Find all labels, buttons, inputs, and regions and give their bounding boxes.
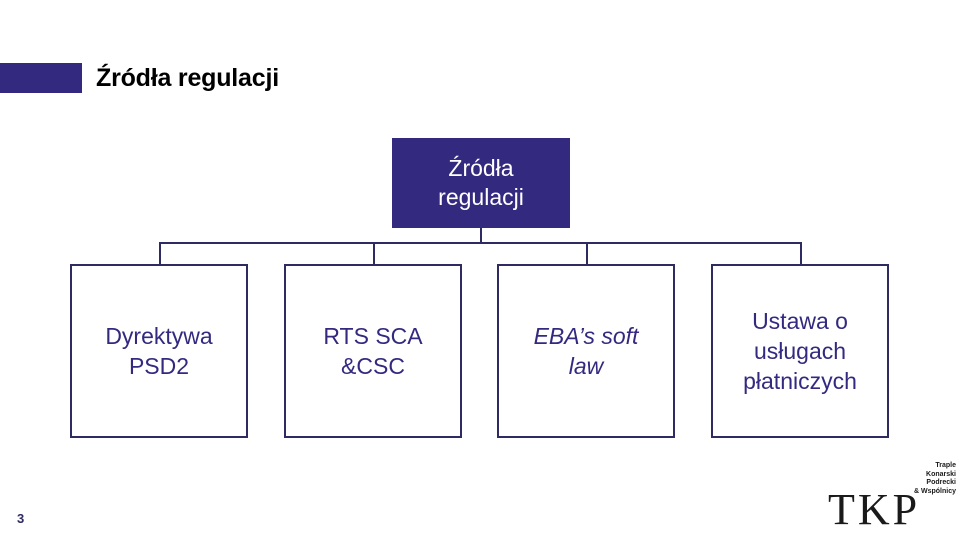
diagram-node-rts-sca-csc: RTS SCA &CSC <box>284 264 462 438</box>
diagram-node-label: Dyrektywa PSD2 <box>105 321 212 381</box>
diagram-node-label: Ustawa o usługach płatniczych <box>743 306 857 396</box>
node-2-line-2: &CSC <box>341 353 405 379</box>
logo-line-4: & Wspólnicy <box>913 487 956 495</box>
node-1-line-2: PSD2 <box>128 353 190 379</box>
root-line-1: Źródła <box>448 155 514 181</box>
diagram-node-eba-soft-law: EBA’s soft law <box>497 264 675 438</box>
connector-drop-2 <box>373 242 375 264</box>
connector-horizontal-bar <box>159 242 802 244</box>
node-4-line-3: płatniczych <box>743 368 857 394</box>
diagram-root-node-label: Źródła regulacji <box>438 154 524 212</box>
node-4-line-2: usługach <box>753 338 847 364</box>
node-3-line-2: law <box>568 353 604 379</box>
diagram-node-label: RTS SCA &CSC <box>323 321 422 381</box>
node-4-line-1: Ustawa o <box>752 308 848 334</box>
connector-drop-1 <box>159 242 161 264</box>
connector-drop-4 <box>800 242 802 264</box>
connector-drop-3 <box>586 242 588 264</box>
connector-root-stem <box>480 228 482 244</box>
diagram-node-label: EBA’s soft law <box>534 321 639 381</box>
page-number: 3 <box>17 511 25 526</box>
node-3-line-1: EBA’s soft <box>533 323 639 349</box>
logo-line-1: Traple <box>935 462 956 469</box>
logo-line-3: Podrecki <box>926 479 956 486</box>
diagram-node-dyrektywa-psd2: Dyrektywa PSD2 <box>70 264 248 438</box>
title-accent-bar <box>0 63 82 93</box>
firm-logo: TKP Traple Konarski Podrecki & Wspólnicy <box>820 462 956 534</box>
diagram-node-ustawa-o-uslugach-platniczych: Ustawa o usługach płatniczych <box>711 264 889 438</box>
page-title: Źródła regulacji <box>96 64 279 92</box>
logo-wordmark: TKP <box>828 485 921 534</box>
diagram-root-node: Źródła regulacji <box>392 138 570 228</box>
logo-line-2: Konarski <box>926 470 956 478</box>
logo-firm-name: Traple Konarski Podrecki & Wspólnicy <box>912 462 956 496</box>
node-1-line-1: Dyrektywa <box>105 323 213 349</box>
root-line-2: regulacji <box>438 184 524 210</box>
node-2-line-1: RTS SCA <box>323 323 423 349</box>
